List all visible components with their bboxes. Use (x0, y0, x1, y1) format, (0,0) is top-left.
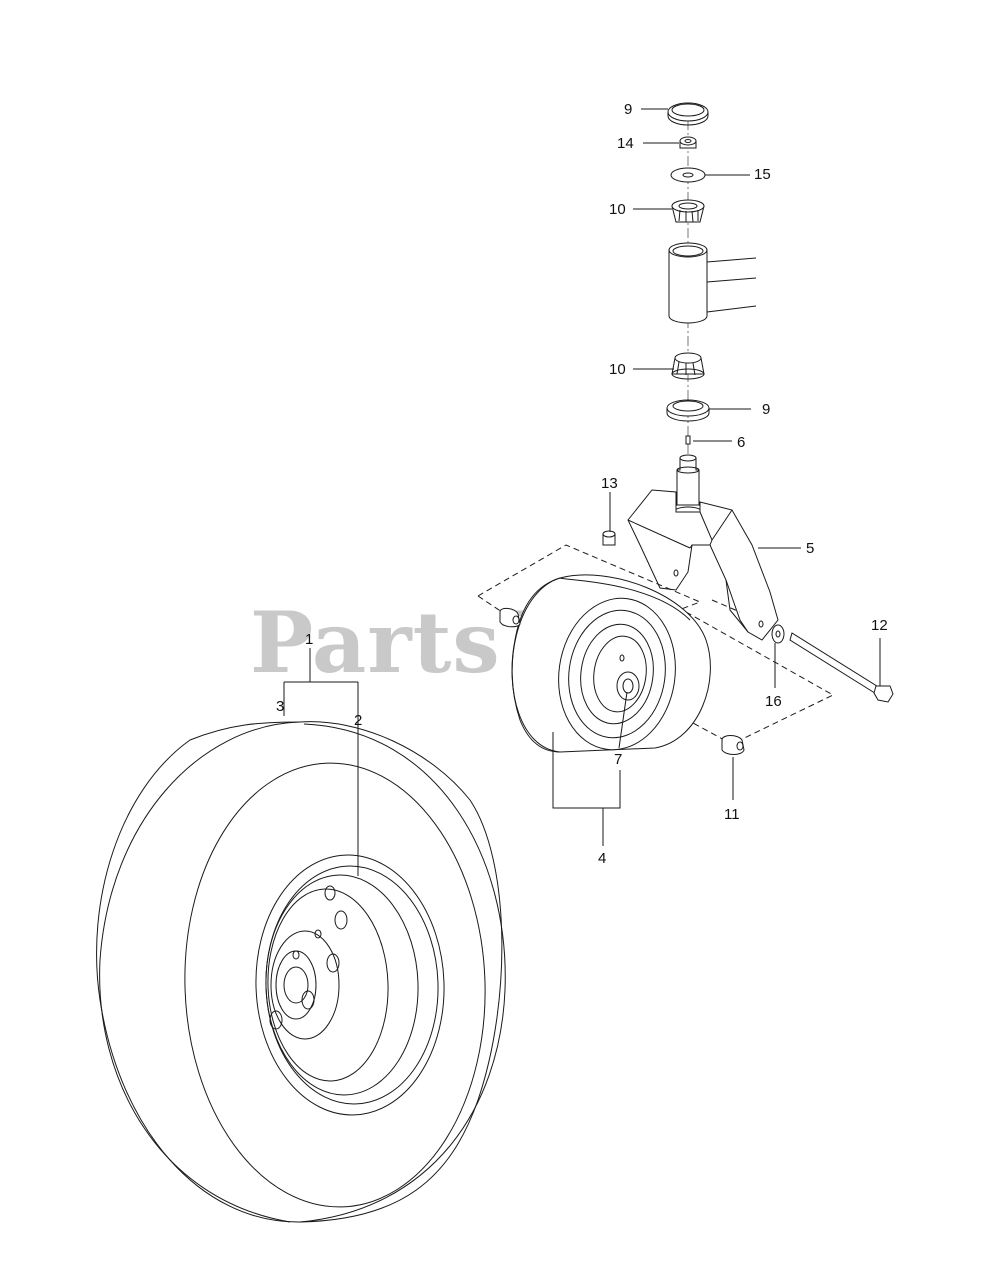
wheel-assembly-part-1[interactable] (96, 721, 506, 1223)
callout-6[interactable]: 6 (737, 434, 745, 451)
washer-part-16[interactable] (771, 624, 785, 644)
callout-4[interactable]: 4 (598, 850, 606, 867)
callout-10-upper[interactable]: 10 (609, 201, 626, 218)
spacer-left (499, 607, 521, 628)
callout-16[interactable]: 16 (765, 693, 782, 710)
callout-14[interactable]: 14 (617, 135, 634, 152)
caster-yoke-part-5[interactable] (627, 454, 779, 641)
callout-5[interactable]: 5 (806, 540, 814, 557)
callout-15[interactable]: 15 (754, 166, 771, 183)
callout-8[interactable]: 9 (624, 101, 632, 118)
callout-3[interactable]: 3 (276, 698, 284, 715)
dust-cap-part-8[interactable] (667, 102, 709, 126)
callout-7[interactable]: 7 (614, 751, 622, 768)
leader-lines (283, 108, 881, 876)
nut-part-13[interactable] (602, 530, 616, 546)
callout-12[interactable]: 12 (871, 617, 888, 634)
callout-11[interactable]: 11 (724, 806, 740, 823)
bearing-cup-part-9[interactable] (666, 399, 710, 422)
callout-9[interactable]: 9 (762, 401, 770, 418)
grease-fitting-part-6[interactable] (685, 435, 691, 445)
axle-nut-part-11[interactable] (721, 735, 745, 755)
caster-wheel-assembly-part-4[interactable] (511, 574, 711, 757)
callout-10-lower[interactable]: 10 (609, 361, 626, 378)
nut-part-14[interactable] (679, 136, 697, 149)
pivot-tube (668, 242, 757, 324)
callout-labels: 9 14 15 10 10 9 6 13 5 12 1 16 3 2 7 11 … (276, 101, 888, 867)
caster-stack (666, 102, 757, 470)
bearing-cone-upper-part-10[interactable] (671, 199, 705, 223)
axle-bolt-part-12[interactable] (789, 632, 894, 703)
callout-2[interactable]: 2 (354, 712, 362, 729)
callout-13[interactable]: 13 (601, 475, 618, 492)
callout-1[interactable]: 1 (305, 631, 313, 648)
bearing-cone-lower-part-10[interactable] (671, 352, 705, 380)
washer-part-15[interactable] (670, 167, 706, 183)
